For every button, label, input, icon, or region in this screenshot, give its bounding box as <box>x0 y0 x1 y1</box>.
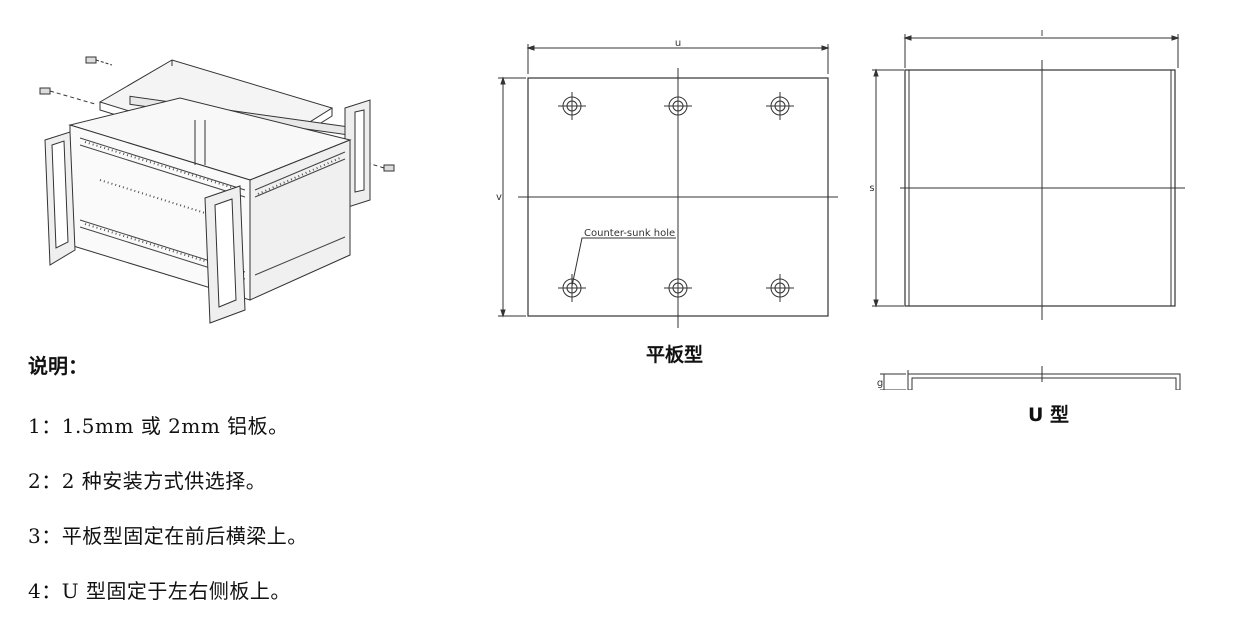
countersunk-hole-group <box>558 92 794 302</box>
note-line-1: 1：1.5mm 或 2mm 铝板。 <box>28 414 289 438</box>
u-plate-drawing: l s g <box>869 30 1185 390</box>
u-dim-l-label: l <box>1041 30 1044 39</box>
u-dim-s-label: s <box>869 183 874 194</box>
isometric-enclosure-view <box>39 56 395 324</box>
hole-label: Counter-sunk hole <box>584 228 675 239</box>
flat-dim-v-label: v <box>496 192 502 203</box>
screw-left <box>39 87 96 105</box>
flat-plate-drawing: u v Counter-sunk hole <box>496 38 838 328</box>
screw-top-left <box>85 56 113 66</box>
notes-heading: 说明： <box>28 354 88 378</box>
note-line-4: 4：U 型固定于左右侧板上。 <box>28 579 291 603</box>
u-plate-side-profile <box>907 370 1181 390</box>
u-plate-caption: U 型 <box>1028 404 1070 426</box>
flat-dim-u-label: u <box>675 38 681 49</box>
note-line-2: 2：2 种安装方式供选择。 <box>28 469 267 493</box>
note-line-3: 3：平板型固定在前后横梁上。 <box>28 524 308 548</box>
flat-plate-caption: 平板型 <box>646 344 704 366</box>
u-dim-g-label: g <box>877 378 883 389</box>
